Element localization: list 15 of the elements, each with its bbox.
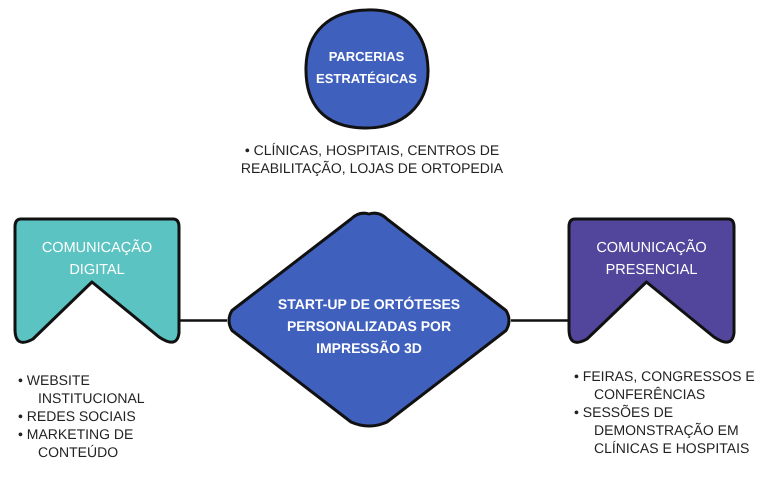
bullet-item: • REDES SOCIAIS: [18, 407, 137, 425]
node-label: PARCERIAS ESTRATÉGICAS: [315, 48, 418, 88]
bullet-item: • SESSÕES DE DEMONSTRAÇÃO EM CLÍNICAS E HOSPITAIS: [574, 403, 750, 457]
connector-line: [180, 319, 227, 322]
diamond-node: [226, 211, 512, 430]
bullet-item: • MARKETING DE CONTEÚDO: [18, 425, 134, 461]
node-label: START-UP DE ORTÓTESES PERSONALIZADAS POR IMPRESSÃO 3D: [276, 295, 462, 358]
banner-node: [13, 217, 181, 347]
node-label: COMUNICAÇÃO DIGITAL: [40, 238, 154, 280]
bullet-item: • FEIRAS, CONGRESSOS E CONFERÊNCIAS: [574, 367, 756, 403]
bullet-item: • WEBSITE INSTITUCIONAL: [18, 371, 146, 407]
connector-line: [511, 319, 568, 322]
banner-node: [567, 217, 736, 347]
bullet-item: • CLÍNICAS, HOSPITAIS, CENTROS DE REABILITAÇÃO, LOJAS DE ORTOPEDIA: [240, 141, 504, 177]
node-label: COMUNICAÇÃO PRESENCIAL: [595, 238, 708, 280]
